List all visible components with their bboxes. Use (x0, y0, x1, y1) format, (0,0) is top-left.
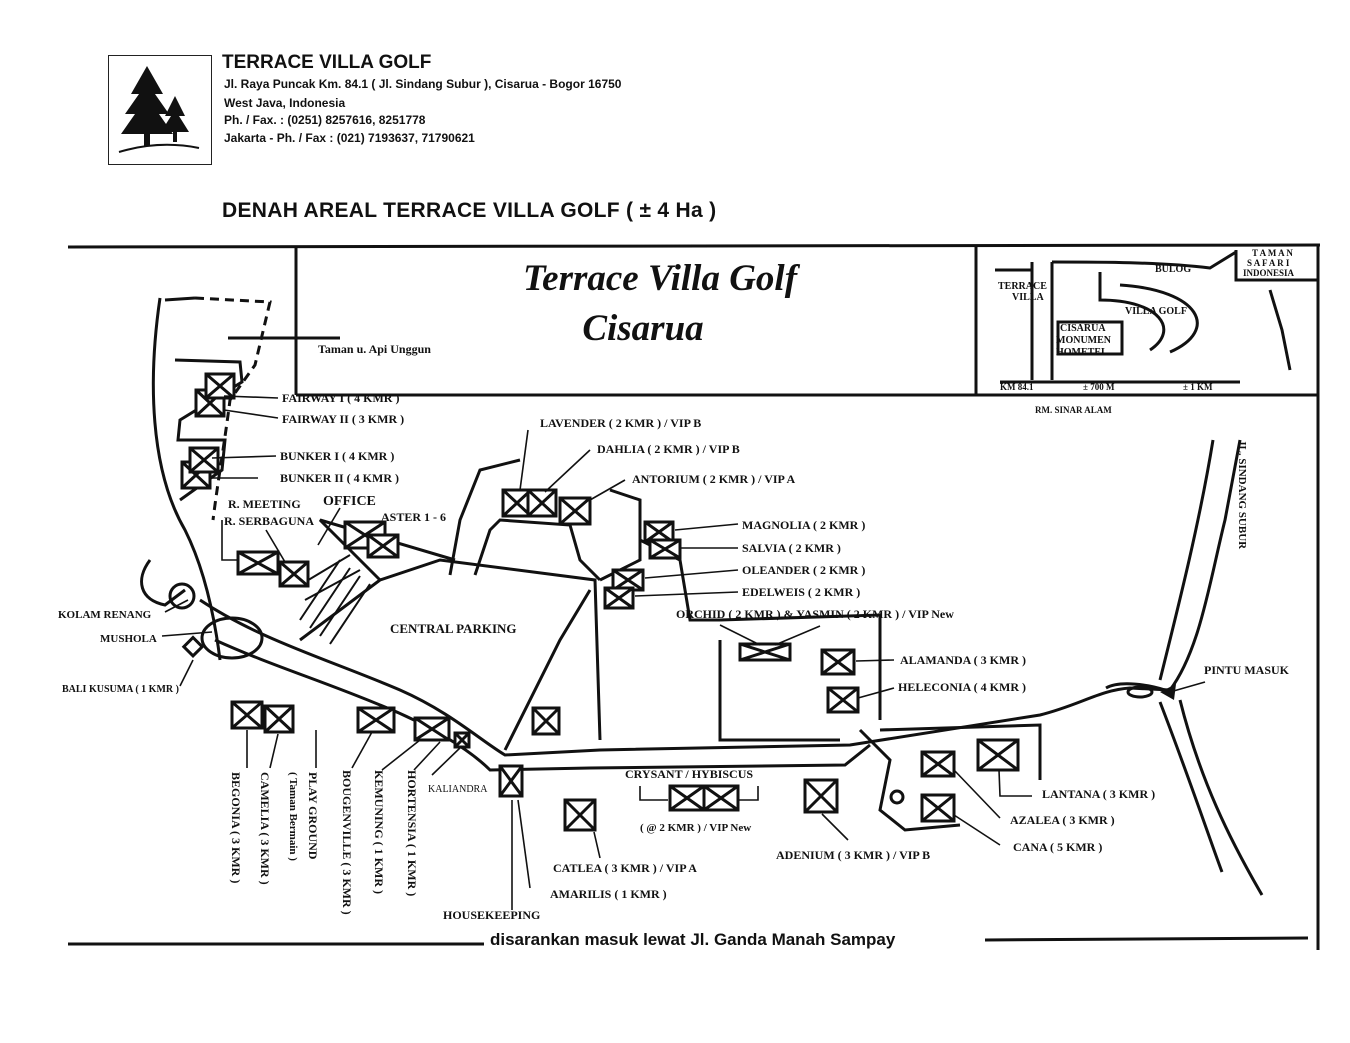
label-r-meeting: R. MEETING (228, 497, 301, 511)
label-fairway-2: FAIRWAY II ( 3 KMR ) (282, 412, 404, 426)
resort-logo (108, 55, 212, 165)
label-azalea: AZALEA ( 3 KMR ) (1010, 813, 1115, 827)
map-title-line2: Cisarua (582, 308, 703, 349)
inset-1km: ± 1 KM (1183, 382, 1213, 392)
label-aster: ASTER 1 - 6 (381, 510, 446, 524)
inset-taman: T A M A N (1252, 248, 1293, 258)
label-oleander: OLEANDER ( 2 KMR ) (742, 563, 865, 577)
label-central-parking: CENTRAL PARKING (390, 621, 517, 636)
label-hortensia: HORTENSIA ( 1 KMR ) (405, 770, 419, 896)
villa-markers (180, 372, 1020, 832)
label-camelia: CAMELIA ( 3 KMR ) (258, 772, 272, 885)
label-office: OFFICE (323, 494, 376, 509)
inset-hometel: HOMETEL (1056, 347, 1108, 358)
label-play-ground: PLAY GROUND (306, 772, 320, 860)
label-taman-bermain: ( Taman Bermain ) (287, 772, 299, 861)
mushola-building (181, 616, 264, 660)
label-lavender: LAVENDER ( 2 KMR ) / VIP B (540, 416, 701, 430)
map-title-line1: Terrace Villa Golf (523, 258, 801, 299)
main-road (199, 439, 1264, 896)
inset-safari: S A F A R I (1247, 258, 1290, 268)
label-amarilis: AMARILIS ( 1 KMR ) (550, 887, 667, 901)
label-bougenville: BOUGENVILLE ( 3 KMR ) (340, 770, 354, 915)
label-lantana: LANTANA ( 3 KMR ) (1042, 787, 1155, 801)
inset-cisarua: CISARUA (1060, 323, 1106, 334)
label-salvia: SALVIA ( 2 KMR ) (742, 541, 841, 555)
label-orchid-yasmin: ORCHID ( 2 KMR ) & YASMIN ( 2 KMR ) / VI… (676, 607, 954, 621)
map-frame (67, 243, 1321, 950)
footer-note: disarankan masuk lewat Jl. Ganda Manah S… (490, 930, 896, 949)
label-jl-sindang-subur: JL. SINDANG SUBUR (1236, 440, 1248, 550)
central-area (299, 458, 882, 751)
entrance-arrow-icon (1160, 684, 1176, 700)
inset-rm-sinar-alam: RM. SINAR ALAM (1035, 405, 1112, 415)
label-alamanda: ALAMANDA ( 3 KMR ) (900, 653, 1026, 667)
pool (140, 559, 196, 610)
page-title: DENAH AREAL TERRACE VILLA GOLF ( ± 4 Ha … (222, 199, 717, 222)
label-edelweis: EDELWEIS ( 2 KMR ) (742, 585, 860, 599)
label-heleconia: HELECONIA ( 4 KMR ) (898, 680, 1026, 694)
label-antorium: ANTORIUM ( 2 KMR ) / VIP A (632, 472, 796, 486)
footer-rules (68, 936, 1309, 946)
inset-map (995, 250, 1318, 384)
label-kemuning: KEMUNING ( 1 KMR ) (372, 770, 386, 894)
property-boundary (151, 296, 340, 661)
label-bali-kusuma: BALI KUSUMA ( 1 KMR ) (62, 684, 179, 695)
label-adenium: ADENIUM ( 3 KMR ) / VIP B (776, 848, 930, 862)
label-cana: CANA ( 5 KMR ) (1013, 840, 1102, 854)
label-magnolia: MAGNOLIA ( 2 KMR ) (742, 518, 865, 532)
label-bunker-1: BUNKER I ( 4 KMR ) (280, 449, 394, 463)
inset-bulog: BULOG (1155, 264, 1191, 275)
label-pintu-masuk: PINTU MASUK (1204, 663, 1290, 677)
label-begonia: BEGONIA ( 3 KMR ) (229, 772, 243, 883)
resort-name: TERRACE VILLA GOLF (222, 52, 432, 73)
label-r-serbaguna: R. SERBAGUNA (224, 514, 314, 528)
label-catlea: CATLEA ( 3 KMR ) / VIP A (553, 861, 697, 875)
label-kolam-renang: KOLAM RENANG (58, 609, 152, 621)
east-cluster (858, 682, 1166, 832)
resort-phone: Ph. / Fax. : (0251) 8257616, 8251778 (224, 113, 426, 127)
inset-indonesia: INDONESIA (1243, 268, 1295, 278)
label-fairway-1: FAIRWAY I ( 4 KMR ) (282, 391, 399, 405)
label-crysant-sub: ( @ 2 KMR ) / VIP New (640, 822, 751, 834)
label-crysant: CRYSANT / HYBISCUS (625, 767, 753, 781)
label-dahlia: DAHLIA ( 2 KMR ) / VIP B (597, 442, 740, 456)
label-bunker-2: BUNKER II ( 4 KMR ) (280, 471, 399, 485)
label-taman-api: Taman u. Api Unggun (318, 342, 431, 356)
pine-tree-icon (118, 66, 200, 153)
inset-km: KM 84.1 (1000, 382, 1034, 392)
resort-jakarta-phone: Jakarta - Ph. / Fax : (021) 7193637, 717… (224, 131, 475, 145)
inset-villa-golf: VILLA GOLF (1125, 306, 1187, 317)
label-mushola: MUSHOLA (100, 633, 157, 645)
inset-villa: VILLA (1012, 292, 1044, 303)
resort-address: Jl. Raya Puncak Km. 84.1 ( Jl. Sindang S… (224, 77, 622, 91)
resort-region: West Java, Indonesia (224, 96, 346, 110)
label-kaliandra: KALIANDRA (428, 784, 488, 795)
label-housekeeping: HOUSEKEEPING (443, 908, 540, 922)
inset-terrace: TERRACE (998, 281, 1047, 292)
inset-monumen: MONUMEN (1056, 335, 1112, 346)
leader-lines (161, 395, 1206, 910)
inset-700m: ± 700 M (1083, 382, 1115, 392)
